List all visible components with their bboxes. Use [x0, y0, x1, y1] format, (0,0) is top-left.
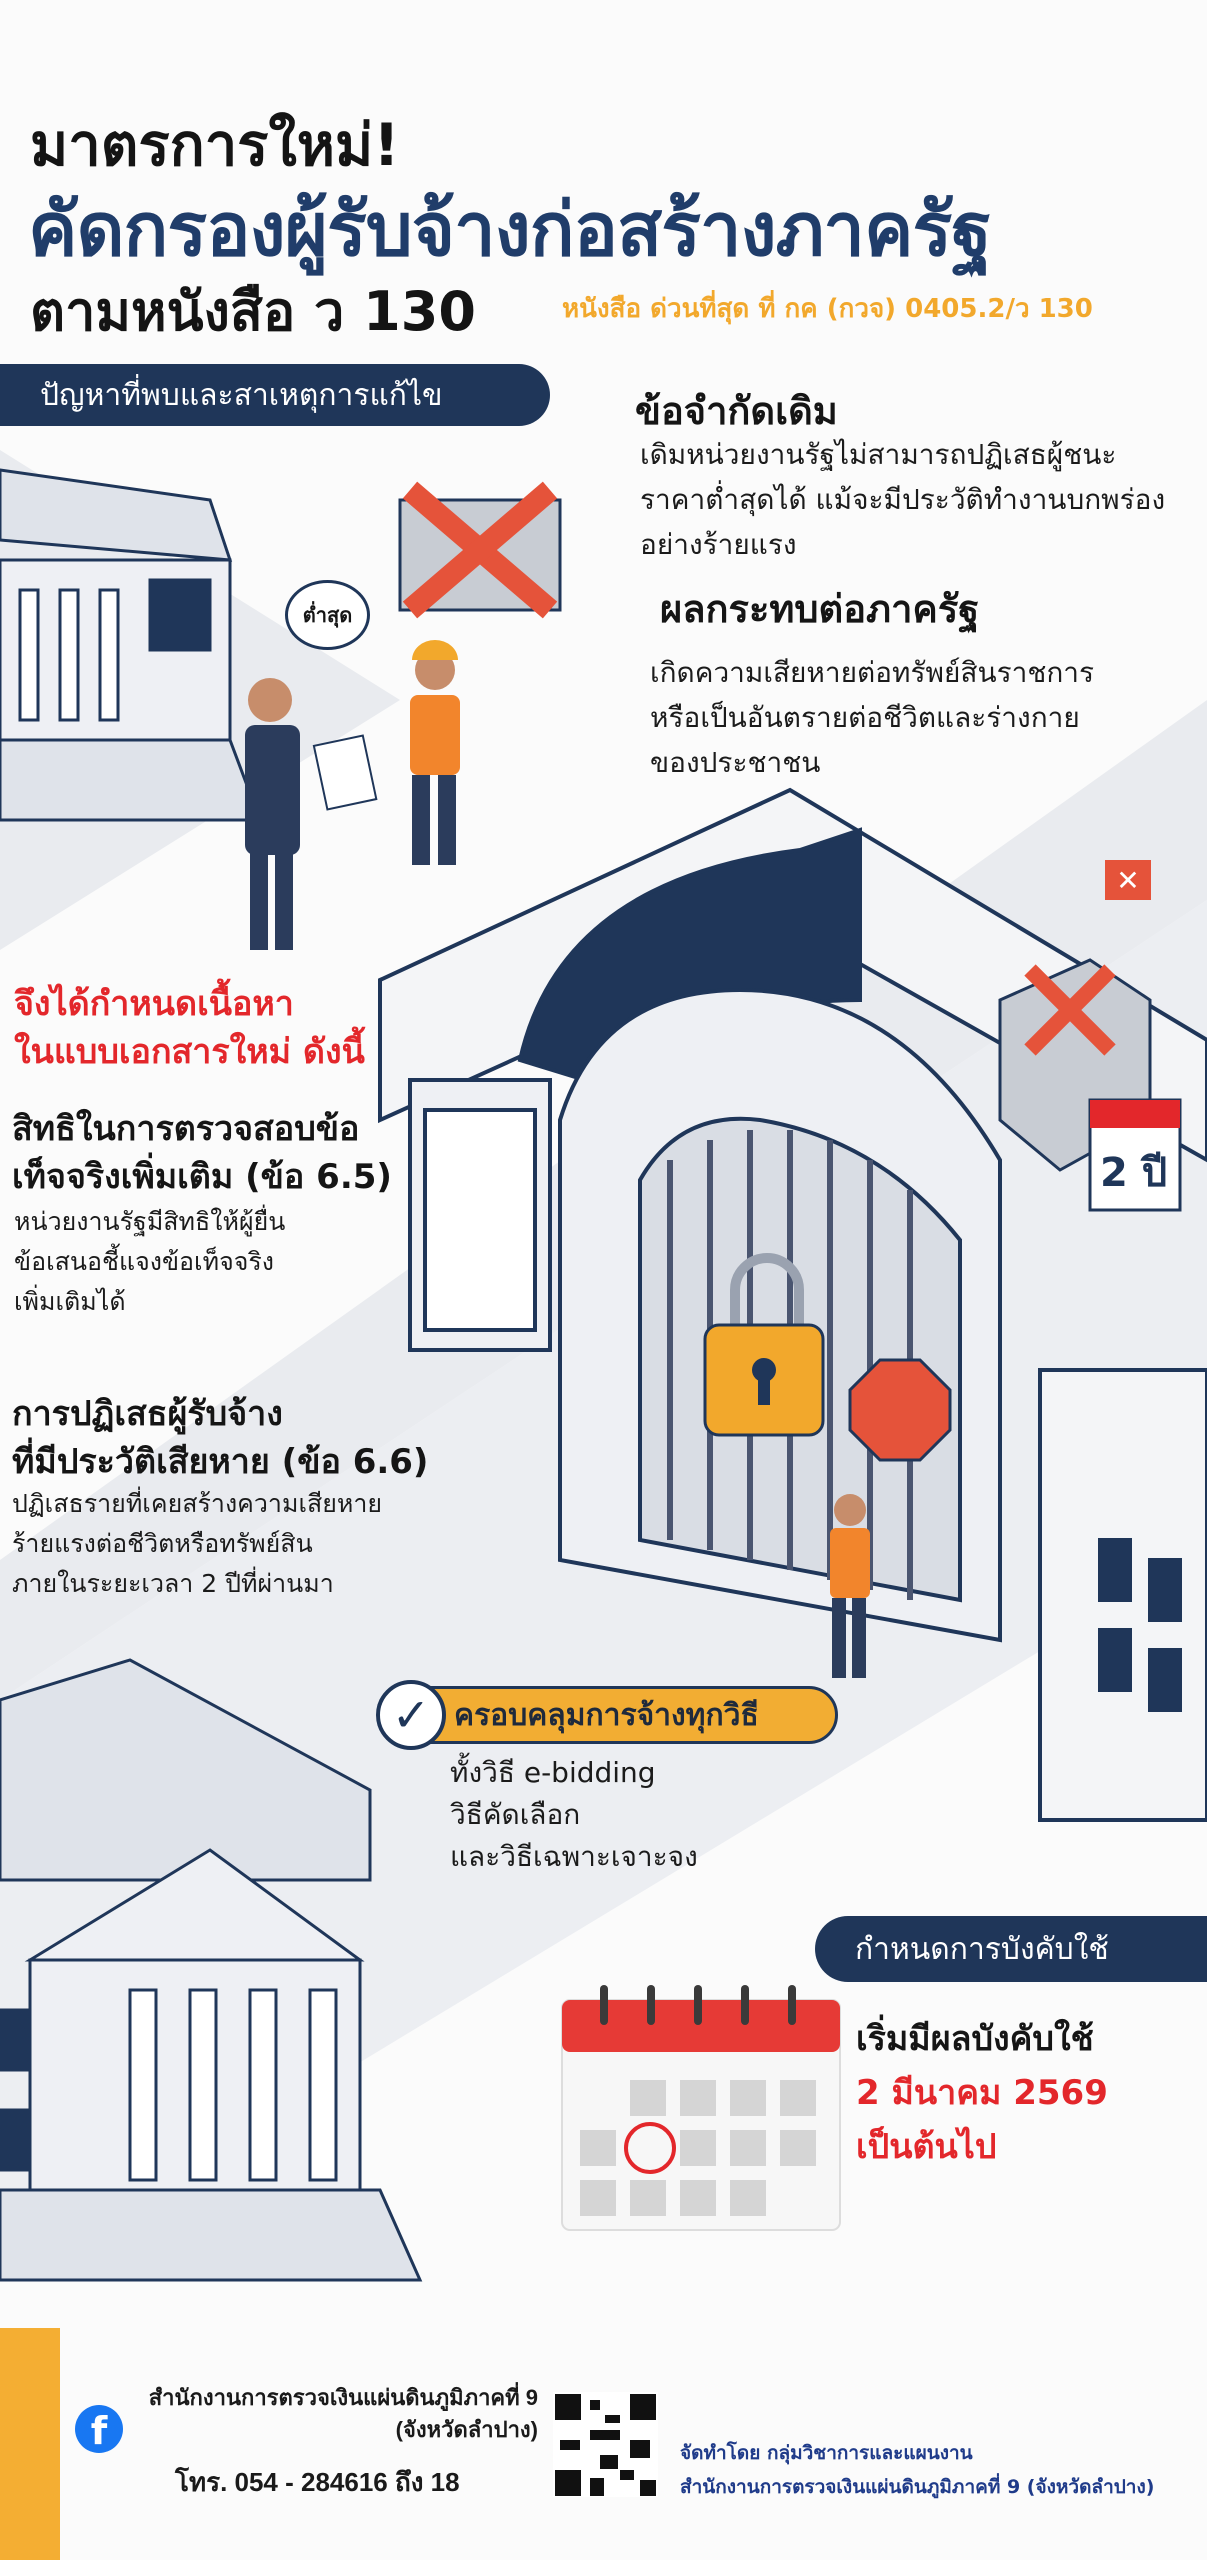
- cracked-block-icon: ✕: [998, 860, 1182, 1212]
- text-line: จัดทำโดย กลุ่มวิชาการและแผนงาน: [680, 2442, 973, 2464]
- contract-document: [312, 734, 378, 811]
- worker-at-gate: [830, 1494, 870, 1678]
- footer-accent-strip: [0, 2328, 60, 2560]
- impact-text: เกิดความเสียหายต่อทรัพย์สินราชการ หรือเป…: [650, 650, 1094, 785]
- title-line-3: ตามหนังสือ ว 130: [30, 280, 476, 343]
- impact-title: ผลกระทบต่อภาครัฐ: [660, 587, 980, 631]
- padlock-icon: [703, 1253, 825, 1437]
- title-line-2: คัดกรองผู้รับจ้างก่อสร้างภาครัฐ: [28, 187, 992, 273]
- two-year-badge: 2 ปี: [1100, 1150, 1168, 1196]
- text-line: (จังหวัดลำปาง): [395, 2417, 538, 2442]
- item2-title: การปฏิเสธผู้รับจ้าง ที่มีประวัติเสียหาย …: [12, 1390, 428, 1486]
- text-line: วิธีคัดเลือก: [450, 1798, 581, 1831]
- item2-body: ปฏิเสธรายที่เคยสร้างความเสียหาย ร้ายแรงต…: [12, 1484, 382, 1604]
- footer-credit: จัดทำโดย กลุ่มวิชาการและแผนงาน สำนักงานก…: [680, 2436, 1154, 2504]
- text-line: จึงได้กำหนดเนื้อหา: [14, 984, 294, 1024]
- reference-number: หนังสือ ด่วนที่สุด ที่ กค (กวจ) 0405.2/ว…: [562, 294, 1093, 324]
- collapsed-structure-icon: [398, 481, 562, 619]
- text-line: และวิธีเฉพาะเจาะจง: [450, 1840, 698, 1873]
- text-line: ที่มีประวัติเสียหาย (ข้อ 6.6): [12, 1442, 429, 1482]
- official-figure: [245, 678, 300, 950]
- effective-banner: กำหนดการบังคับใช้: [815, 1916, 1207, 1982]
- footer-phone: โทร. 054 - 284616 ถึง 18: [175, 2467, 460, 2497]
- text-line: ราคาต่ำสุดได้ แม้จะมีประวัติทำงานบกพร่อง: [640, 483, 1166, 516]
- limitation-text: เดิมหน่วยงานรัฐไม่สามารถปฏิเสธผู้ชนะ ราค…: [640, 432, 1165, 567]
- text-line: เพิ่มเติมได้: [14, 1287, 126, 1316]
- checkmark-icon: ✓: [376, 1680, 446, 1750]
- text-line: หน่วยงานรัฐมีสิทธิให้ผู้ยื่น: [14, 1207, 286, 1236]
- text-line: ข้อเสนอชี้แจงข้อเท็จจริง: [14, 1247, 275, 1276]
- effective-line-1: เริ่มมีผลบังคับใช้: [856, 2019, 1094, 2059]
- text-line: หรือเป็นอันตรายต่อชีวิตและร่างกาย: [650, 701, 1080, 734]
- text-line: เดิมหน่วยงานรัฐไม่สามารถปฏิเสธผู้ชนะ: [640, 438, 1117, 471]
- text-line: การปฏิเสธผู้รับจ้าง: [12, 1394, 283, 1434]
- new-content-heading: จึงได้กำหนดเนื้อหา ในแบบเอกสารใหม่ ดังนี…: [14, 980, 365, 1076]
- text-line: ร้ายแรงต่อชีวิตหรือทรัพย์สิน: [12, 1529, 313, 1558]
- title-line-1: มาตรการใหม่!: [30, 111, 400, 179]
- text-line: ในแบบเอกสารใหม่ ดังนี้: [14, 1032, 365, 1072]
- text-line: ภายในระยะเวลา 2 ปีที่ผ่านมา: [12, 1569, 334, 1598]
- limitation-title: ข้อจำกัดเดิม: [635, 389, 838, 433]
- effective-date: 2 มีนาคม 2569: [856, 2073, 1108, 2113]
- calendar-icon: [561, 1985, 841, 2231]
- text-line: ทั้งวิธี e-bidding: [450, 1756, 656, 1789]
- stop-sign-icon: [848, 1358, 952, 1462]
- text-line: สำนักงานการตรวจเงินแผ่นดินภูมิภาคที่ 9 (…: [680, 2476, 1155, 2498]
- coverage-banner: ครอบคลุมการจ้างทุกวิธี: [383, 1686, 838, 1744]
- footer-org: สำนักงานการตรวจเงินแผ่นดินภูมิภาคที่ 9 (…: [128, 2382, 538, 2446]
- item1-body: หน่วยงานรัฐมีสิทธิให้ผู้ยื่น ข้อเสนอชี้แ…: [14, 1202, 285, 1322]
- problems-banner: ปัญหาที่พบและสาเหตุการแก้ไข: [0, 364, 550, 426]
- government-building-icon-bottom: [0, 1658, 423, 2282]
- text-line: ของประชาชน: [650, 746, 821, 779]
- government-building-icon: [0, 468, 263, 822]
- text-line: อย่างร้ายแรง: [640, 528, 797, 561]
- coverage-text: ทั้งวิธี e-bidding วิธีคัดเลือก และวิธีเ…: [450, 1752, 698, 1878]
- lowest-price-tag: ต่ำสุด: [285, 580, 370, 650]
- facebook-icon[interactable]: f: [75, 2405, 123, 2453]
- qr-code: [553, 2392, 658, 2497]
- item1-title: สิทธิในการตรวจสอบข้อ เท็จจริงเพิ่มเติม (…: [12, 1105, 392, 1201]
- worker-figure: [410, 640, 460, 865]
- effective-line-3: เป็นต้นไป: [856, 2127, 997, 2167]
- text-line: สิทธิในการตรวจสอบข้อ: [12, 1109, 360, 1149]
- text-line: สำนักงานการตรวจเงินแผ่นดินภูมิภาคที่ 9: [148, 2385, 538, 2410]
- text-line: เท็จจริงเพิ่มเติม (ข้อ 6.5): [12, 1157, 392, 1197]
- text-line: ปฏิเสธรายที่เคยสร้างความเสียหาย: [12, 1489, 383, 1518]
- svg-text:✕: ✕: [1116, 864, 1139, 897]
- text-line: เกิดความเสียหายต่อทรัพย์สินราชการ: [650, 656, 1095, 689]
